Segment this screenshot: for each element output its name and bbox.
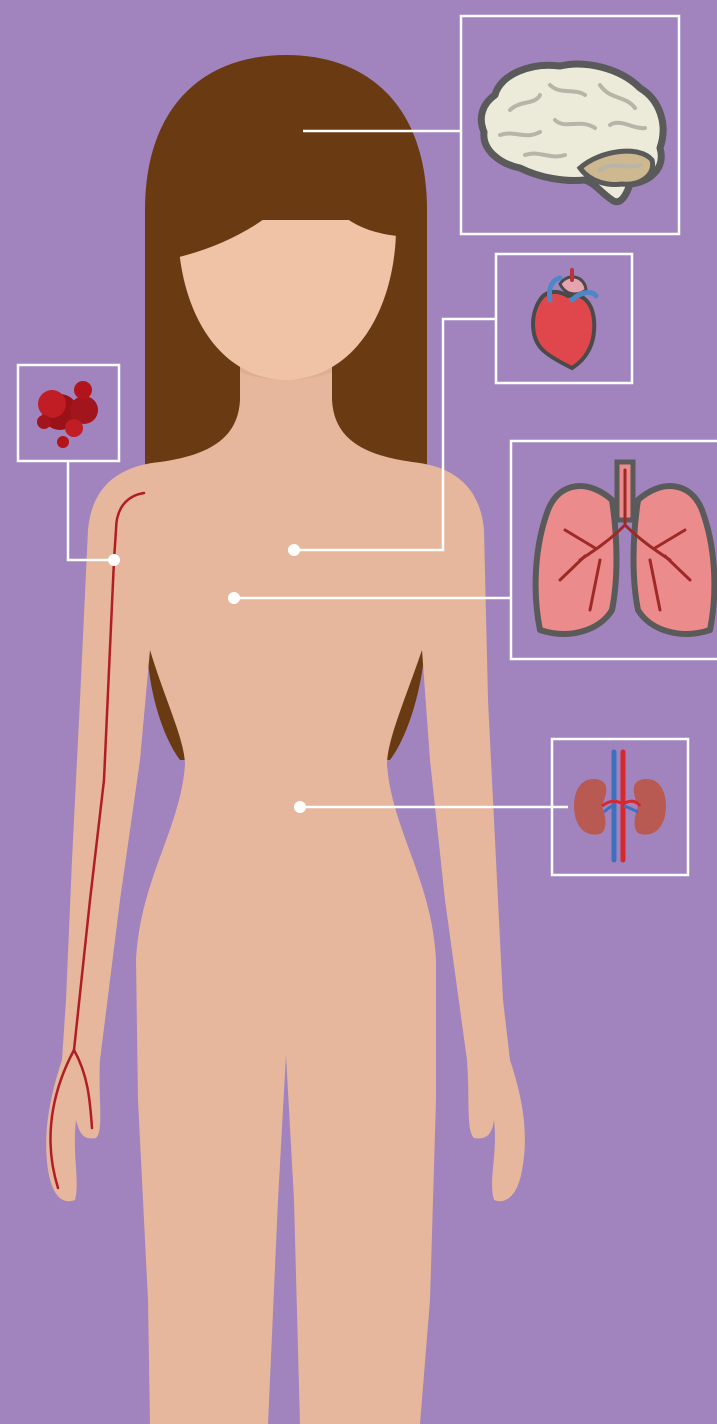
brain-icon	[481, 64, 663, 202]
marker-dot-lungs	[228, 592, 240, 604]
lungs-icon	[536, 462, 715, 634]
body-silhouette	[46, 345, 525, 1424]
kidneys-icon	[574, 752, 666, 860]
blood-clot-icon	[37, 381, 98, 448]
marker-dot-kidneys	[294, 801, 306, 813]
heart-icon	[533, 270, 596, 368]
marker-dot-clot	[108, 554, 120, 566]
callout-frame-kidneys	[552, 739, 688, 875]
marker-dot-heart	[288, 544, 300, 556]
